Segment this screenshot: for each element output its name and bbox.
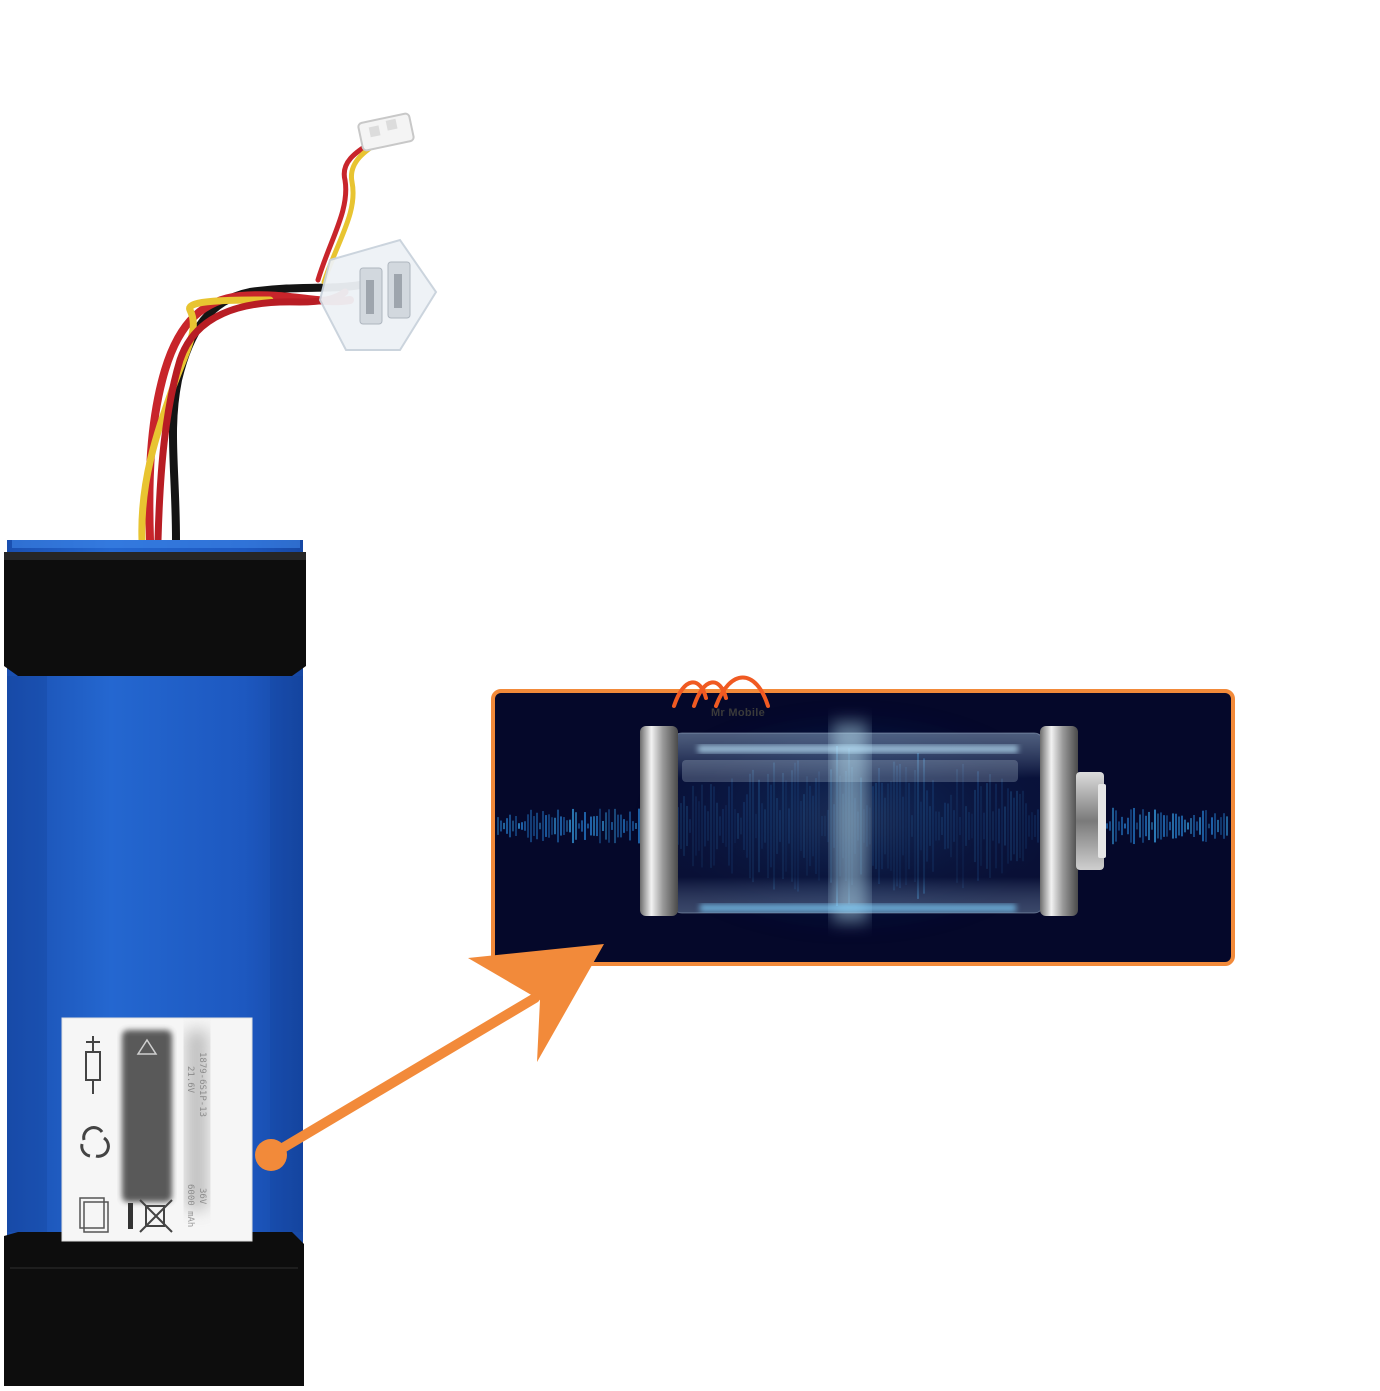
charger-icon — [85, 1036, 101, 1094]
battery-terminal — [1076, 772, 1104, 870]
main-connector — [318, 238, 438, 351]
battery-label — [61, 1017, 253, 1242]
battery-graphic-panel — [491, 689, 1235, 966]
brand-name: Mr Mobile — [710, 707, 766, 719]
battery-cap-right — [1040, 726, 1078, 916]
label-model-text: 1879-6S1P-13 — [197, 1052, 207, 1118]
label-voltage-text-1: 21.6V — [185, 1066, 195, 1094]
cable-bundle — [138, 137, 385, 544]
label-voltage-text-2: 36V — [197, 1188, 207, 1205]
callout-arrow — [255, 944, 604, 1171]
recycle-icon — [80, 1126, 110, 1158]
battery-pack — [4, 540, 306, 1386]
battery-cap-left — [640, 726, 678, 916]
label-capacity-text: 6000 mAh — [185, 1184, 195, 1228]
warning-icon — [136, 1038, 158, 1055]
crossed-bin-icon — [139, 1199, 173, 1233]
small-connector — [357, 112, 415, 152]
manual-icon — [79, 1197, 109, 1233]
brand-logo — [672, 675, 770, 708]
